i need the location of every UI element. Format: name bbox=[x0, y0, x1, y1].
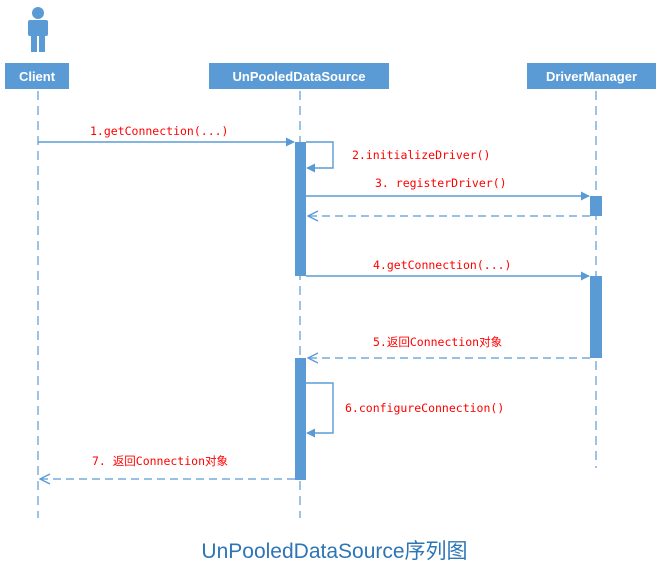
message-label-3: 3. registerDriver() bbox=[375, 176, 507, 190]
lifeline-header-driver: DriverManager bbox=[527, 63, 656, 89]
activation-driver-2 bbox=[590, 276, 602, 358]
arrow-configureconnection bbox=[306, 382, 334, 438]
message-label-7: 7. 返回Connection对象 bbox=[92, 454, 229, 468]
lifeline-header-client: Client bbox=[5, 63, 69, 89]
activation-unpooled-2 bbox=[295, 358, 306, 480]
message-label-5: 5.返回Connection对象 bbox=[373, 335, 503, 349]
diagram-caption: UnPooledDataSource序列图 bbox=[201, 540, 468, 563]
message-label-4: 4.getConnection(...) bbox=[373, 258, 512, 272]
person-icon bbox=[28, 7, 48, 52]
arrow-initializedriver bbox=[306, 141, 334, 173]
activation-driver-1 bbox=[590, 196, 602, 216]
message-label-1: 1.getConnection(...) bbox=[90, 124, 229, 138]
message-label-6: 6.configureConnection() bbox=[345, 401, 505, 415]
activation-unpooled-1 bbox=[295, 142, 306, 276]
message-label-2: 2.initializeDriver() bbox=[352, 148, 491, 162]
lifeline-header-unpooled: UnPooledDataSource bbox=[209, 63, 389, 89]
